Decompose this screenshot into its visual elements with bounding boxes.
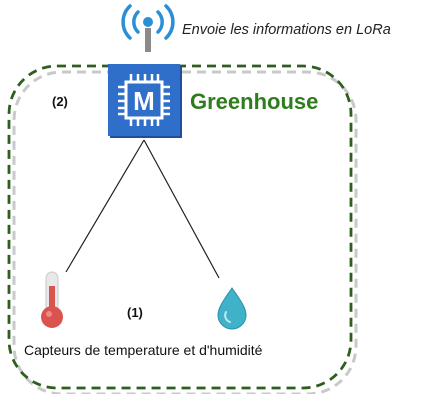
sensors-caption: Capteurs de temperature et d'humidité [24, 342, 263, 358]
water-droplet-icon [217, 287, 247, 330]
chip-letter: M [133, 86, 155, 116]
greenhouse-title: Greenhouse [190, 89, 318, 114]
step-label-2: (2) [52, 94, 68, 109]
microcontroller-chip-icon: M [108, 64, 182, 138]
connection-line-droplet [143, 139, 220, 279]
thermometer-icon [41, 271, 63, 328]
connection-line-thermometer [65, 139, 145, 273]
antenna-label: Envoie les informations en LoRa [182, 22, 391, 38]
step-label-1: (1) [127, 305, 143, 320]
wireless-antenna-icon [121, 4, 175, 52]
